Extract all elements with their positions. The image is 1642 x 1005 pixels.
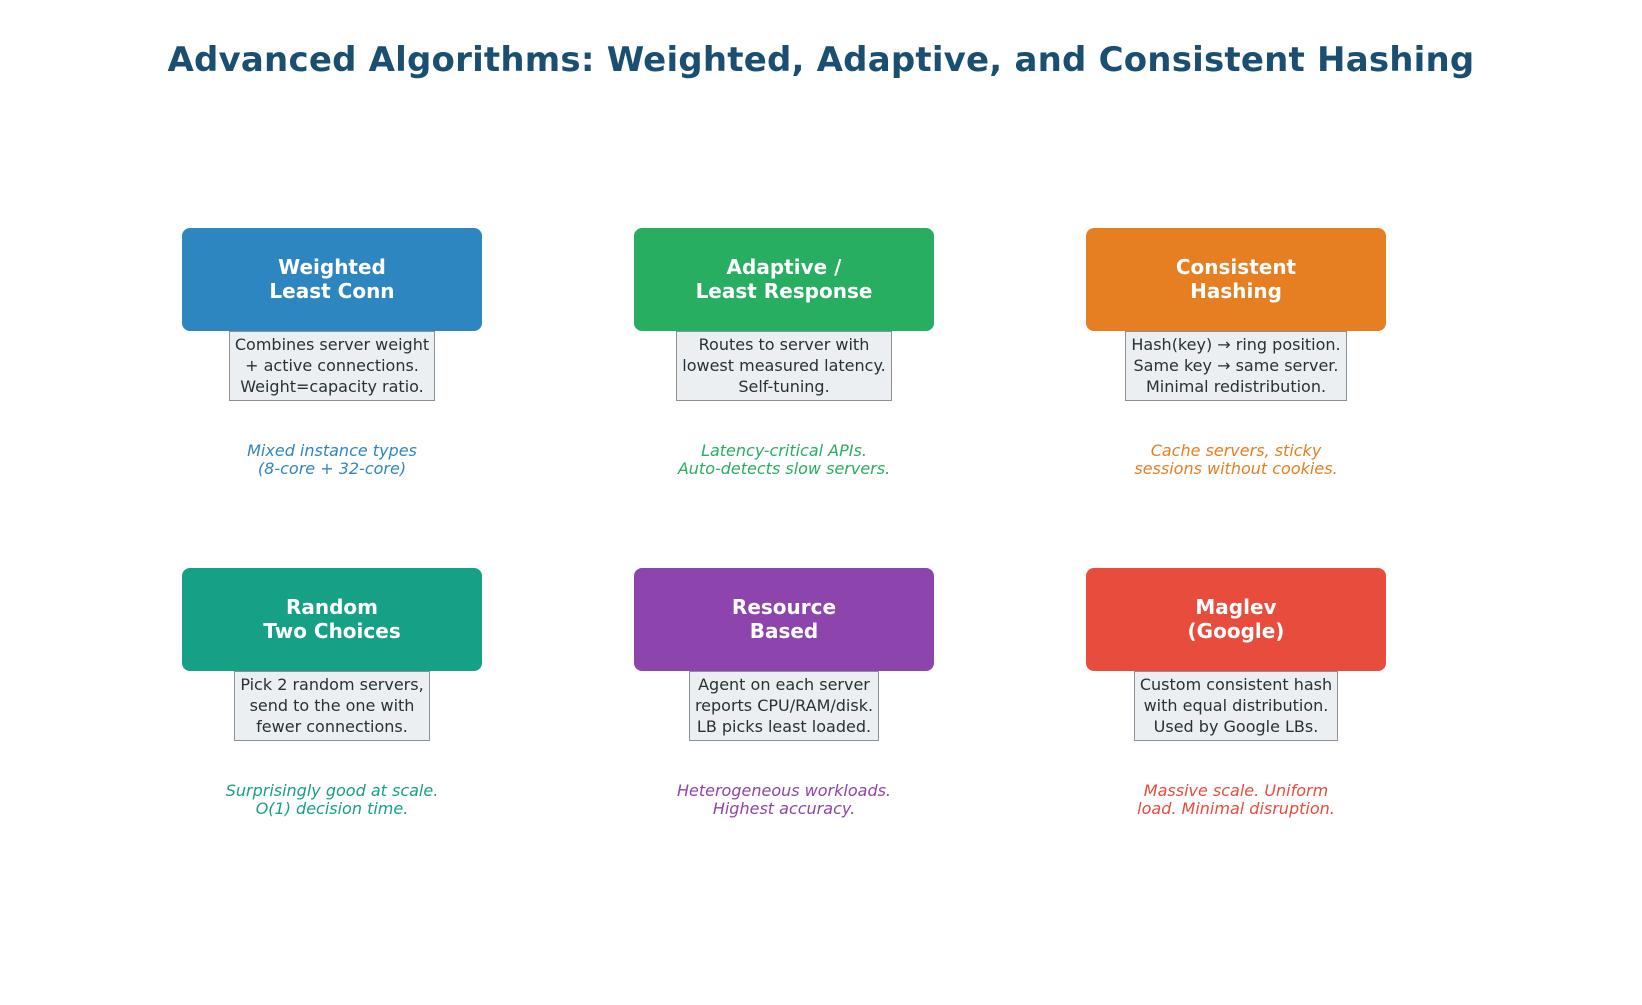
card-cell-adaptive-least-response: Adaptive / Least Response Routes to serv… [634,228,934,478]
page-title: Advanced Algorithms: Weighted, Adaptive,… [167,40,1475,80]
card-caption: Cache servers, sticky sessions without c… [1134,441,1338,479]
card-weighted-least-conn[interactable]: Weighted Least Conn [182,228,482,331]
card-cell-weighted-least-conn: Weighted Least Conn Combines server weig… [182,228,482,478]
card-description: Combines server weight + active connecti… [228,331,436,402]
card-description-wrapper: Routes to server with lowest measured la… [634,331,934,402]
card-title: Adaptive / Least Response [695,254,873,303]
card-title: Resource Based [731,594,837,643]
card-adaptive-least-response[interactable]: Adaptive / Least Response [634,228,934,331]
card-caption: Heterogeneous workloads. Highest accurac… [676,781,892,819]
card-title: Maglev (Google) [1187,594,1285,643]
card-title: Consistent Hashing [1175,254,1297,303]
card-cell-resource-based: Resource Based Agent on each server repo… [634,568,934,818]
card-description: Routes to server with lowest measured la… [676,331,892,402]
card-title: Weighted Least Conn [269,254,395,303]
card-consistent-hashing[interactable]: Consistent Hashing [1086,228,1386,331]
card-description-wrapper: Custom consistent hash with equal distri… [1086,671,1386,742]
card-cell-maglev-google: Maglev (Google) Custom consistent hash w… [1086,568,1386,818]
card-description-wrapper: Combines server weight + active connecti… [182,331,482,402]
card-row-bottom: Random Two Choices Pick 2 random servers… [0,568,1642,908]
card-random-two-choices[interactable]: Random Two Choices [182,568,482,671]
card-resource-based[interactable]: Resource Based [634,568,934,671]
card-cell-random-two-choices: Random Two Choices Pick 2 random servers… [182,568,482,818]
card-caption: Mixed instance types (8-core + 32-core) [247,441,417,479]
card-description-wrapper: Pick 2 random servers, send to the one w… [182,671,482,742]
algorithm-card-grid: Weighted Least Conn Combines server weig… [0,228,1642,908]
card-caption: Surprisingly good at scale. O(1) decisio… [225,781,439,819]
card-cell-consistent-hashing: Consistent Hashing Hash(key) → ring posi… [1086,228,1386,478]
card-description: Agent on each server reports CPU/RAM/dis… [688,671,880,742]
card-description-wrapper: Hash(key) → ring position. Same key → sa… [1086,331,1386,402]
card-description-wrapper: Agent on each server reports CPU/RAM/dis… [634,671,934,742]
card-maglev-google[interactable]: Maglev (Google) [1086,568,1386,671]
card-title: Random Two Choices [263,594,401,643]
card-caption: Latency-critical APIs. Auto-detects slow… [677,441,891,479]
card-row-top: Weighted Least Conn Combines server weig… [0,228,1642,568]
card-description: Custom consistent hash with equal distri… [1133,671,1339,742]
card-caption: Massive scale. Uniform load. Minimal dis… [1137,781,1335,819]
card-description: Hash(key) → ring position. Same key → sa… [1125,331,1347,402]
card-description: Pick 2 random servers, send to the one w… [234,671,430,742]
